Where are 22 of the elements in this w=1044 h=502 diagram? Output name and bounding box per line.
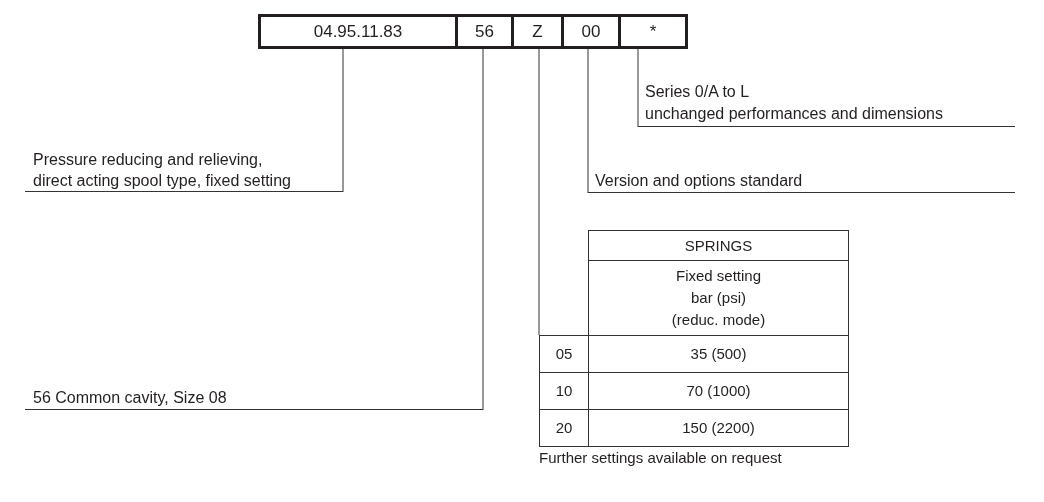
code-segment: 56: [458, 14, 514, 49]
pressure-value-cell: 150 (2200): [588, 409, 849, 447]
leader-line: [587, 48, 589, 194]
description-text: unchanged performances and dimensions: [645, 104, 943, 124]
description-text: Pressure reducing and relieving, direct acting spool type, fixed setting: [33, 150, 292, 191]
leader-line: [482, 48, 484, 411]
leader-line: [342, 48, 344, 193]
table-header-cell: SPRINGS: [588, 230, 849, 261]
column-header-cell: Fixed setting bar (psi) (reduc. mode): [588, 260, 849, 336]
description-text: Version and options standard: [595, 171, 803, 191]
code-segment: 00: [564, 14, 621, 49]
code-segment: Z: [514, 14, 564, 49]
leader-line: [538, 48, 540, 336]
footnote-text: Further settings available on request: [539, 449, 782, 467]
code-segment: *: [621, 14, 688, 49]
spring-code-cell: 20: [539, 409, 589, 447]
spring-table: [539, 230, 849, 446]
spring-code-cell: 05: [539, 335, 589, 373]
description-text: Series 0/A to L: [645, 82, 750, 102]
leader-line: [637, 48, 639, 128]
code-segment: 04.95.11.83: [258, 14, 458, 49]
description-text: 56 Common cavity, Size 08: [33, 388, 227, 408]
